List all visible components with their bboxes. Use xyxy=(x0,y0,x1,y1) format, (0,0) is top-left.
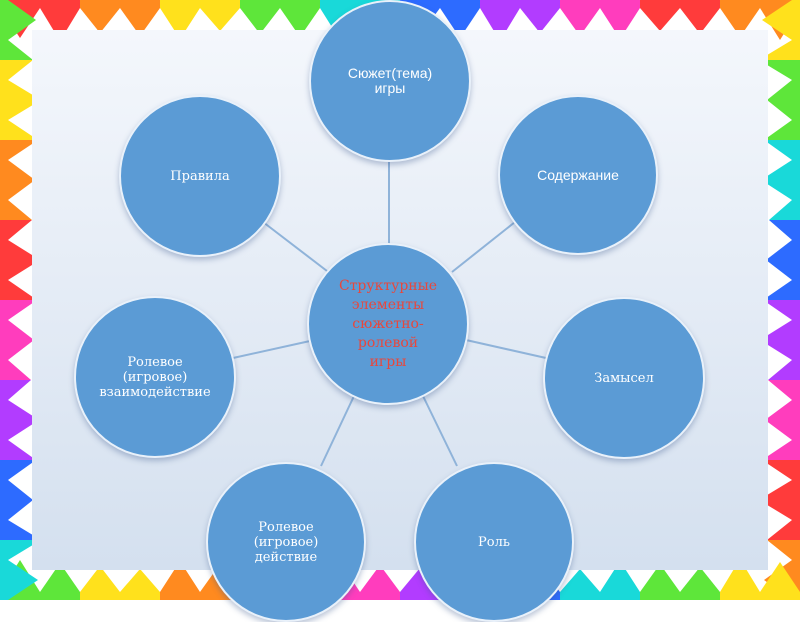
link-pravila xyxy=(263,222,327,271)
node-zamysel: Замысел xyxy=(543,297,705,459)
node-rol: Роль xyxy=(414,462,574,622)
node-zamysel-label: Замысел xyxy=(594,371,654,386)
link-rol xyxy=(423,396,457,466)
node-rolevoe-deystvie: Ролевое (игровое) действие xyxy=(206,462,366,622)
node-rolevoe-vzaimodeystvie-label: Ролевое (игровое) взаимодействие xyxy=(99,355,210,400)
link-soderzhanie xyxy=(452,222,515,272)
center-node: Структурные элементы сюжетно- ролевой иг… xyxy=(307,243,469,405)
node-rol-label: Роль xyxy=(478,535,510,550)
node-soderzhanie-label: Содержание xyxy=(537,168,619,183)
link-zamysel xyxy=(466,340,546,358)
node-rolevoe-deystvie-label: Ролевое (игровое) действие xyxy=(254,520,319,565)
node-rolevoe-vzaimodeystvie: Ролевое (игровое) взаимодействие xyxy=(74,296,236,458)
center-node-label: Структурные элементы сюжетно- ролевой иг… xyxy=(339,277,437,372)
node-syuzhet: Сюжет(тема) игры xyxy=(309,0,471,162)
node-pravila-label: Правила xyxy=(170,169,229,184)
node-soderzhanie: Содержание xyxy=(498,95,658,255)
link-rolevoe-vzaimodeystvie xyxy=(233,341,310,358)
node-pravila: Правила xyxy=(119,95,281,257)
link-rolevoe-deystvie xyxy=(321,396,354,466)
node-syuzhet-label: Сюжет(тема) игры xyxy=(348,66,432,96)
